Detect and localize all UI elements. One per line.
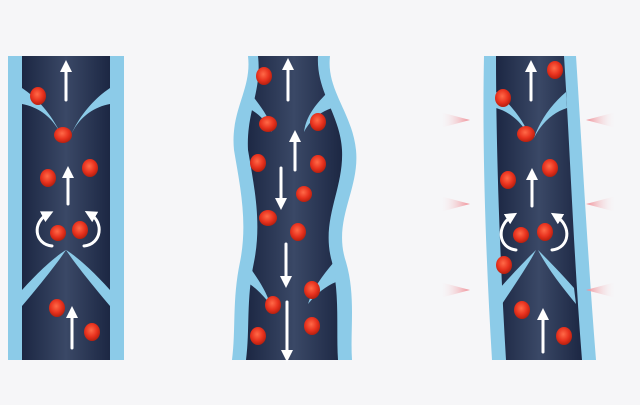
blood-cell xyxy=(250,154,266,172)
pressure-arrow-icon xyxy=(440,112,470,128)
blood-cell xyxy=(259,116,277,132)
flow-arrow-curved xyxy=(82,211,101,248)
valve-leaflet-right xyxy=(68,88,110,142)
blood-cell xyxy=(49,299,65,317)
blood-cell xyxy=(40,169,56,187)
valve-leaflet-left xyxy=(246,262,270,304)
blood-cell xyxy=(290,223,306,241)
flow-arrow-curved xyxy=(550,212,569,252)
blood-cell xyxy=(265,296,281,314)
blood-cell xyxy=(556,327,572,345)
vessel-lumen xyxy=(22,56,110,360)
blood-cell xyxy=(296,186,312,202)
valve-leaflet-right xyxy=(66,250,110,306)
blood-cell xyxy=(30,87,46,105)
blood-cell xyxy=(517,126,535,142)
valve-leaflet-left xyxy=(500,250,536,304)
blood-cell xyxy=(304,317,320,335)
blood-cell xyxy=(72,221,88,239)
blood-cells xyxy=(30,87,100,341)
valve-leaflet-right xyxy=(534,92,567,138)
blood-cell xyxy=(310,113,326,131)
blood-cell xyxy=(542,159,558,177)
external-pressure-arrows xyxy=(440,112,616,298)
blood-cell xyxy=(514,301,530,319)
blood-cell xyxy=(513,227,529,243)
blood-cell xyxy=(500,171,516,189)
blood-cell xyxy=(250,327,266,345)
pressure-arrow-icon xyxy=(586,196,616,212)
blood-cell xyxy=(496,256,512,274)
blood-cell xyxy=(547,61,563,79)
blood-cell xyxy=(50,225,66,241)
blood-cell xyxy=(259,210,277,226)
flow-arrows xyxy=(275,58,301,362)
panel-compressed-vein xyxy=(440,56,616,360)
pressure-arrow-icon xyxy=(440,282,470,298)
blood-cell xyxy=(54,127,72,143)
flow-arrow-curved xyxy=(499,212,518,252)
blood-cell xyxy=(310,155,326,173)
blood-cell xyxy=(84,323,100,341)
valve-leaflet-right xyxy=(304,92,332,132)
flow-arrow-curved xyxy=(35,211,54,248)
pressure-arrow-icon xyxy=(440,196,470,212)
blood-cells xyxy=(495,61,572,345)
blood-cell xyxy=(256,67,272,85)
flow-arrows xyxy=(35,60,101,350)
flow-arrows xyxy=(499,60,569,354)
pressure-arrow-icon xyxy=(586,112,616,128)
pressure-arrow-icon xyxy=(586,282,616,298)
blood-cell xyxy=(82,159,98,177)
blood-cells xyxy=(250,67,326,345)
valve-leaflet-right xyxy=(538,250,576,304)
blood-cell xyxy=(495,89,511,107)
valve-leaflet-left xyxy=(22,250,66,306)
panel-healthy-vein xyxy=(8,56,124,360)
blood-cell xyxy=(537,223,553,241)
panel-varicose-vein xyxy=(232,56,357,362)
blood-cell xyxy=(304,281,320,299)
